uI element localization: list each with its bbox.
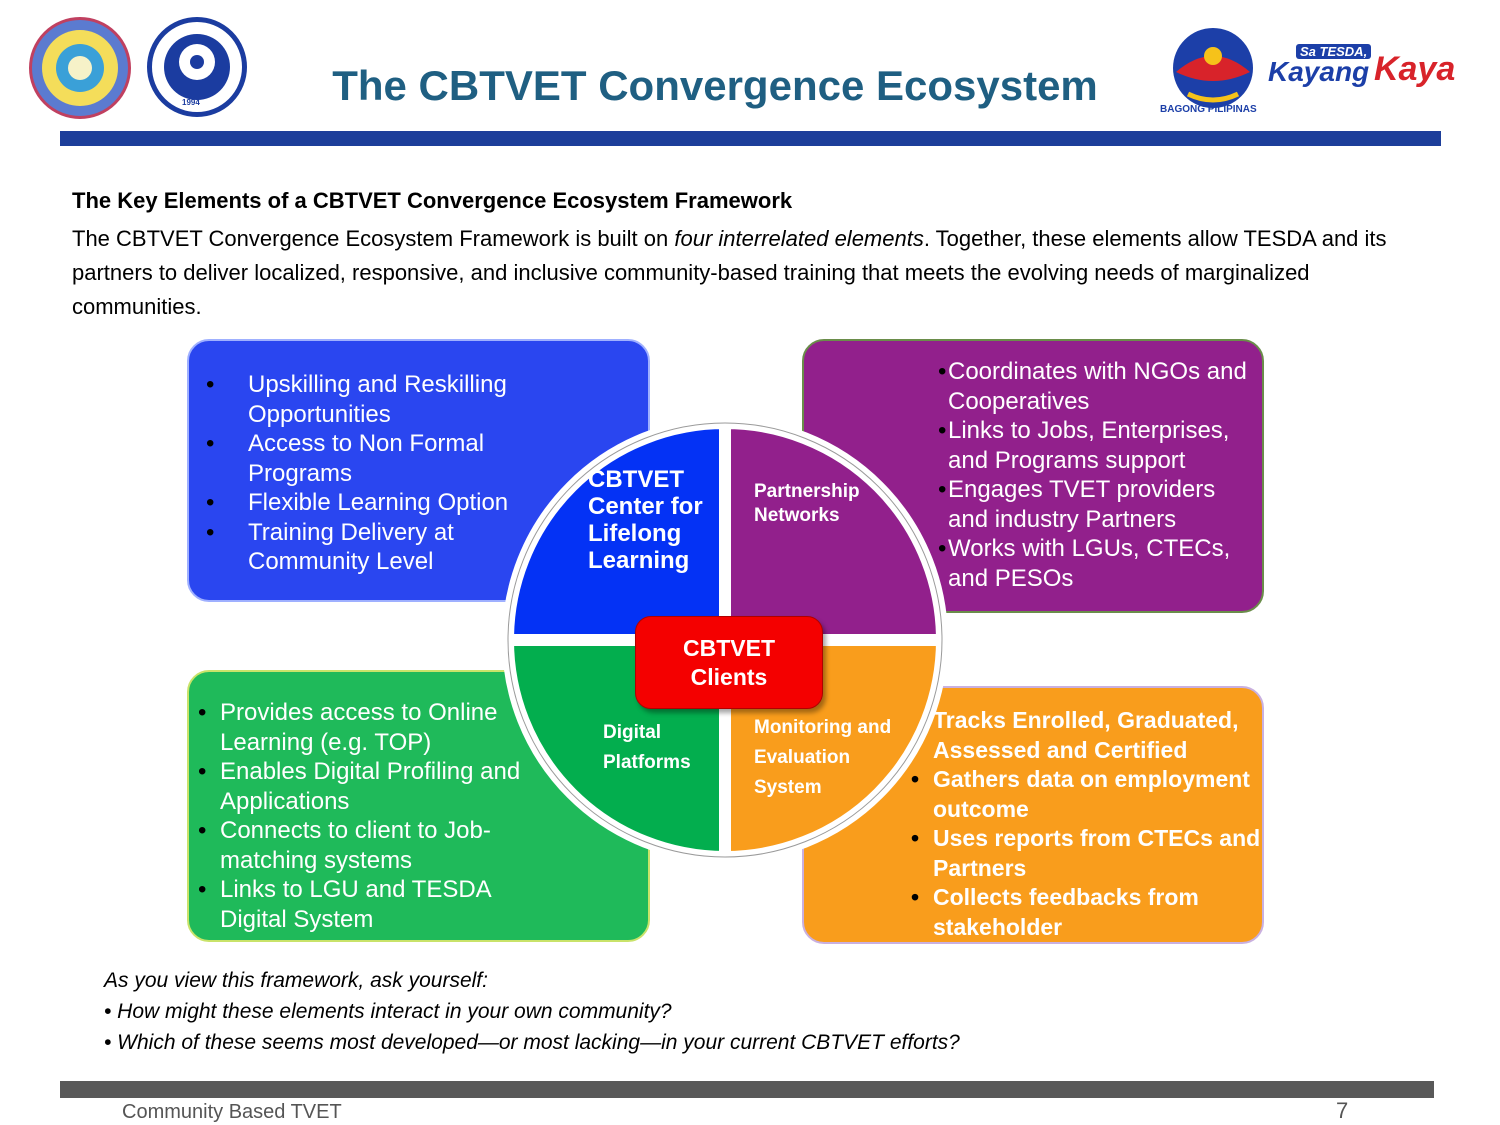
ecosystem-logo <box>29 17 131 119</box>
list-item: Engages TVET providers and industry Part… <box>938 475 1253 534</box>
center-label-line2: Clients <box>690 664 768 690</box>
quadrant-partnership <box>719 416 949 646</box>
list-item: Flexible Learning Option <box>206 488 578 518</box>
list-item: Links to LGU and TESDA Digital System <box>198 875 530 934</box>
kaya-text: Kaya <box>1374 50 1456 88</box>
quadrant-outline <box>507 422 943 858</box>
seal-year: 1994 <box>182 98 200 107</box>
lifelong-learning-list: Upskilling and Reskilling Opportunities … <box>206 370 578 577</box>
reflection-question: • Which of these seems most developed—or… <box>104 1031 960 1054</box>
list-item: Enables Digital Profiling and Applicatio… <box>198 757 530 816</box>
list-item: Provides access to Online Learning (e.g.… <box>198 698 530 757</box>
footer-text: Community Based TVET <box>122 1101 342 1123</box>
quadrant-label-monitoring: Monitoring and Evaluation System <box>754 717 892 798</box>
reflection-intro: As you view this framework, ask yourself… <box>104 969 488 992</box>
digital-platforms-list: Provides access to Online Learning (e.g.… <box>198 698 530 934</box>
quadrant-label-digital: Digital Platforms <box>603 722 691 773</box>
quadrant-label-lifelong: CBTVET Center for Lifelong Learning <box>588 466 703 574</box>
list-item: Connects to client to Job-matching syste… <box>198 816 530 875</box>
tesda-seal-logo: 1994 <box>147 17 247 117</box>
footer-divider-bar <box>60 1081 1434 1098</box>
quadrant-label-partnership: Partnership Networks <box>754 481 860 526</box>
list-item: Coordinates with NGOs and Cooperatives <box>938 357 1253 416</box>
intro-text-part2: . Together, these elements allow TESDA a… <box>72 226 1387 319</box>
list-item: Collects feedbacks from stakeholder <box>911 883 1263 942</box>
page-title: The CBTVET Convergence Ecosystem <box>332 62 1098 109</box>
center-label-line1: CBTVET <box>683 635 775 661</box>
list-item: Links to Jobs, Enterprises, and Programs… <box>938 416 1253 475</box>
section-heading: The Key Elements of a CBTVET Convergence… <box>72 188 793 213</box>
list-item: Training Delivery at Community Level <box>206 518 578 577</box>
intro-paragraph: The CBTVET Convergence Ecosystem Framewo… <box>72 222 1432 324</box>
intro-text-part1: The CBTVET Convergence Ecosystem Framewo… <box>72 226 675 251</box>
kayang-text: Kayang <box>1268 56 1370 87</box>
sa-tesda-text: Sa TESDA, <box>1296 44 1372 59</box>
list-item: Gathers data on employment outcome <box>911 765 1263 824</box>
reflection-question: • How might these elements interact in y… <box>104 1000 672 1023</box>
bagong-pilipinas-logo: BAGONG PILIPINAS <box>1158 20 1268 120</box>
monitoring-evaluation-list: Tracks Enrolled, Graduated, Assessed and… <box>911 706 1263 942</box>
page-number: 7 <box>1336 1098 1349 1123</box>
intro-text-italic: four interrelated elements <box>674 226 924 251</box>
bagong-pilipinas-text: BAGONG PILIPINAS <box>1160 104 1257 115</box>
list-item: Access to Non Formal Programs <box>206 429 578 488</box>
list-item: Works with LGUs, CTECs, and PESOs <box>938 534 1253 593</box>
cbtvet-clients-center: CBTVET Clients <box>635 616 823 709</box>
partnership-networks-list: Coordinates with NGOs and Cooperatives L… <box>938 357 1253 593</box>
kayang-kaya-logo: Sa TESDA, Kayang Kaya <box>1262 42 1482 94</box>
reflection-questions: As you view this framework, ask yourself… <box>104 965 1404 1058</box>
list-item: Uses reports from CTECs and Partners <box>911 824 1263 883</box>
list-item: Upskilling and Reskilling Opportunities <box>206 370 578 429</box>
header-divider-bar <box>60 131 1441 146</box>
